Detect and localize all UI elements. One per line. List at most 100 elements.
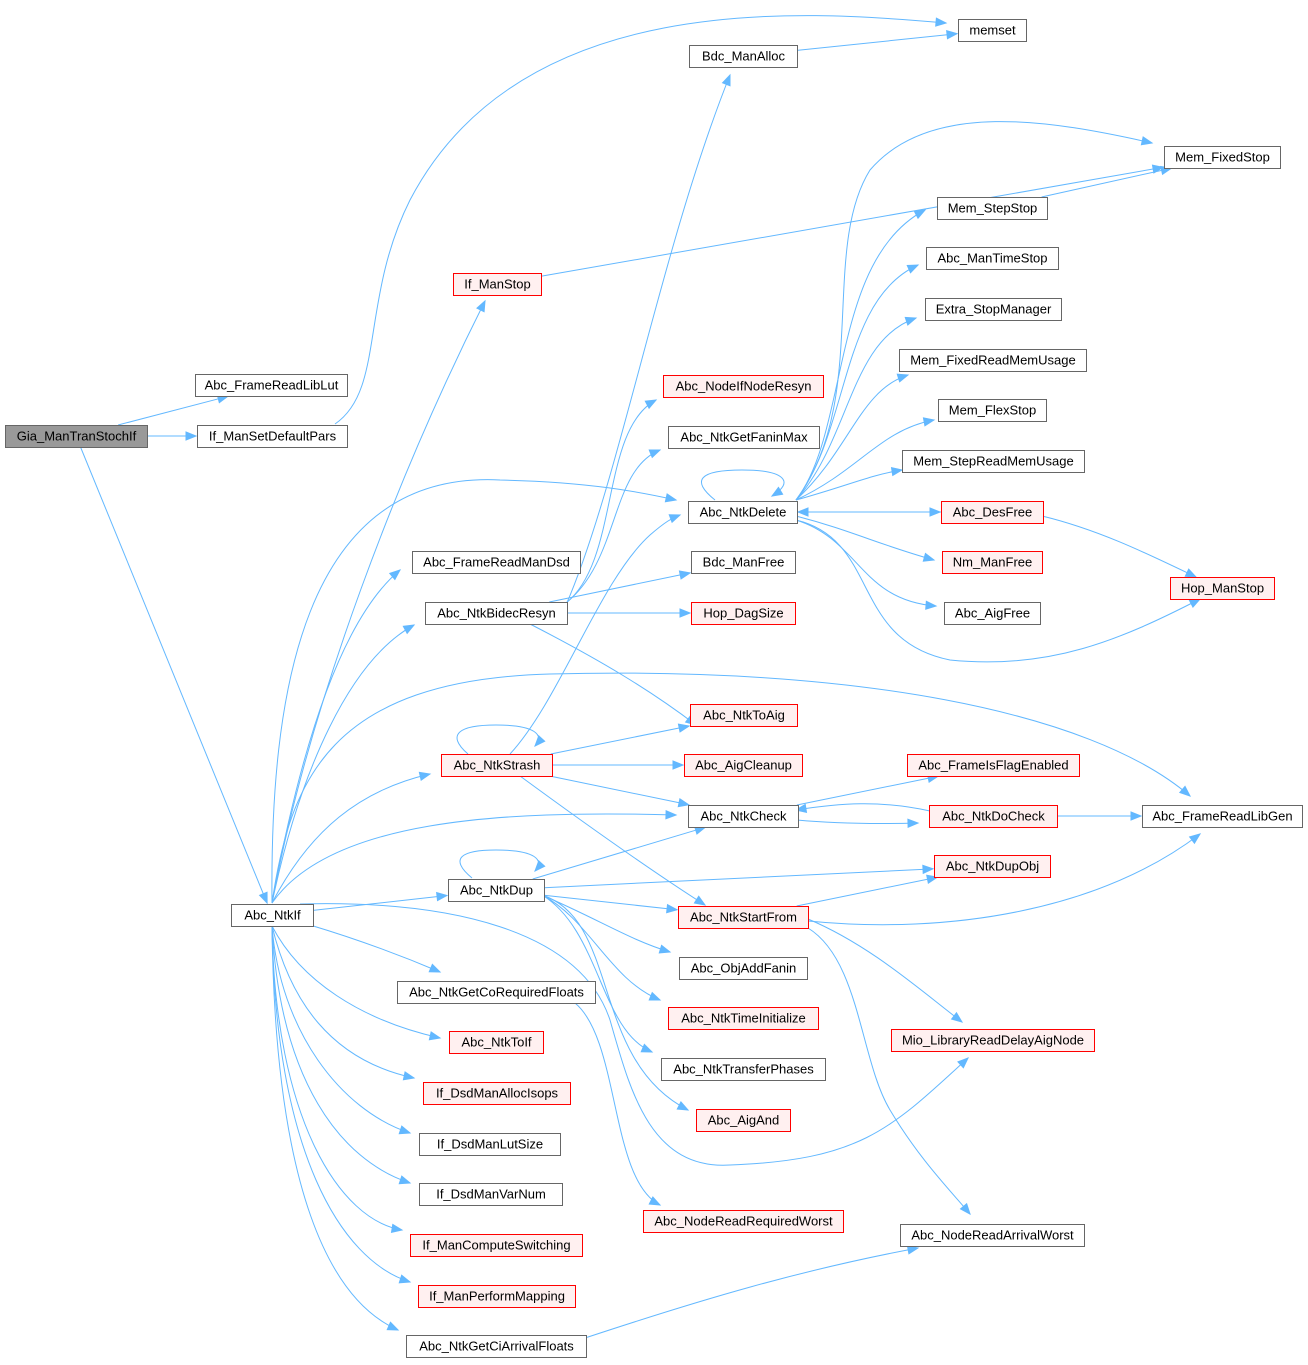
function-node[interactable]: If_ManStop <box>453 273 542 296</box>
edge-arrowhead <box>935 17 948 27</box>
function-node[interactable]: Abc_AigAnd <box>696 1109 791 1132</box>
call-edge <box>795 264 920 501</box>
function-node[interactable]: Abc_NtkGetFaninMax <box>668 426 820 449</box>
function-node[interactable]: Bdc_ManAlloc <box>689 45 798 68</box>
node-box <box>231 904 314 927</box>
node-box <box>907 754 1080 777</box>
function-node[interactable]: Mem_StepStop <box>937 197 1048 220</box>
function-node[interactable]: Hop_ManStop <box>1170 577 1275 600</box>
function-node[interactable]: Abc_ObjAddFanin <box>679 957 808 980</box>
edge-arrowhead <box>1130 811 1143 821</box>
call-edge <box>574 1002 662 1206</box>
function-node[interactable]: Abc_NtkToIf <box>449 1031 544 1054</box>
function-node[interactable]: If_DsdManLutSize <box>419 1133 561 1156</box>
call-graph-edges <box>80 15 1202 1339</box>
function-node[interactable]: Abc_NodeIfNodeResyn <box>663 375 824 398</box>
function-node[interactable]: Abc_NodeReadRequiredWorst <box>643 1210 844 1233</box>
function-node[interactable]: Abc_FrameIsFlagEnabled <box>907 754 1080 777</box>
node-label: Bdc_ManFree <box>703 555 785 570</box>
function-node[interactable]: Mem_FlexStop <box>938 399 1047 422</box>
function-node[interactable]: Bdc_ManFree <box>691 551 796 574</box>
function-node[interactable]: Hop_DagSize <box>691 602 796 625</box>
node-label: Abc_NtkGetCiArrivalFloats <box>419 1339 574 1354</box>
function-node[interactable]: Abc_ManTimeStop <box>926 247 1059 270</box>
edge-line <box>271 479 677 904</box>
function-node[interactable]: Abc_NtkDup <box>448 879 545 902</box>
function-node[interactable]: Abc_AigCleanup <box>684 754 803 777</box>
call-edge <box>1057 811 1143 821</box>
edge-arrowhead <box>398 1125 412 1135</box>
function-node[interactable]: Abc_NtkTimeInitialize <box>668 1007 819 1030</box>
function-node[interactable]: Mem_FixedStop <box>1164 146 1281 169</box>
function-node[interactable]: Mem_StepReadMemUsage <box>902 450 1085 473</box>
node-label: Abc_NtkGetFaninMax <box>680 430 808 445</box>
node-box <box>453 273 542 296</box>
function-node[interactable]: Abc_NtkIf <box>231 904 314 927</box>
node-box <box>929 805 1058 828</box>
function-node[interactable]: Abc_NtkBidecResyn <box>425 602 568 625</box>
function-node[interactable]: If_ManSetDefaultPars <box>197 425 348 448</box>
edge-line <box>795 419 935 501</box>
edge-line <box>549 775 690 806</box>
edge-arrowhead <box>922 864 935 875</box>
edge-line <box>117 395 229 426</box>
function-node[interactable]: If_DsdManAllocIsops <box>423 1082 571 1105</box>
call-edge <box>550 723 691 755</box>
function-node[interactable]: Abc_FrameReadLibLut <box>195 374 348 397</box>
edge-line <box>540 166 1164 277</box>
edge-line <box>271 925 441 1039</box>
node-box <box>691 602 796 625</box>
node-label: If_ManPerformMapping <box>429 1289 565 1304</box>
call-edge <box>117 394 230 426</box>
function-node[interactable]: Abc_NodeReadArrivalWorst <box>900 1224 1085 1247</box>
function-node[interactable]: Abc_NtkGetCiArrivalFloats <box>406 1335 587 1358</box>
edge-arrowhead <box>398 1274 412 1284</box>
edge-line <box>795 264 919 501</box>
function-node[interactable]: Abc_DesFree <box>941 501 1044 524</box>
edge-line <box>509 514 681 755</box>
function-node[interactable]: Abc_FrameReadLibGen <box>1142 805 1303 828</box>
function-node[interactable]: If_ManPerformMapping <box>418 1285 576 1308</box>
edge-arrowhead <box>679 608 692 618</box>
function-node[interactable]: Mem_FixedReadMemUsage <box>899 349 1087 372</box>
function-node[interactable]: memset <box>958 19 1027 42</box>
function-node[interactable]: Abc_AigFree <box>944 602 1041 625</box>
function-node[interactable]: Abc_NtkCheck <box>688 805 799 828</box>
function-node[interactable]: Abc_NtkDoCheck <box>929 805 1058 828</box>
node-label: If_ManSetDefaultPars <box>209 429 337 444</box>
call-edge <box>795 515 936 562</box>
call-edge <box>271 925 412 1185</box>
function-node[interactable]: Extra_StopManager <box>925 298 1062 321</box>
function-node[interactable]: Mio_LibraryReadDelayAigNode <box>891 1029 1095 1052</box>
function-node[interactable]: If_DsdManVarNum <box>419 1183 563 1206</box>
function-node[interactable]: Nm_ManFree <box>942 551 1043 574</box>
edge-arrowhead <box>913 209 927 220</box>
node-box <box>1142 805 1303 828</box>
node-box <box>942 551 1043 574</box>
edge-line <box>271 624 415 904</box>
function-node[interactable]: Abc_NtkDupObj <box>934 855 1051 878</box>
call-edge <box>565 73 731 606</box>
function-node[interactable]: Abc_NtkStartFrom <box>678 906 809 929</box>
call-edge <box>309 924 442 973</box>
node-label: Hop_ManStop <box>1181 581 1264 596</box>
edge-arrowhead <box>890 466 904 477</box>
edge-arrowhead <box>693 895 707 906</box>
call-edge <box>549 775 691 808</box>
function-node[interactable]: Abc_NtkGetCoRequiredFloats <box>397 981 596 1004</box>
edge-line <box>565 74 731 606</box>
function-node[interactable]: If_ManComputeSwitching <box>410 1234 583 1257</box>
node-box <box>425 602 568 625</box>
edge-arrowhead <box>1184 568 1198 578</box>
call-edge <box>567 608 692 618</box>
function-node[interactable]: Abc_NtkTransferPhases <box>661 1058 826 1081</box>
edge-arrowhead <box>436 891 449 902</box>
function-node[interactable]: Abc_FrameReadManDsd <box>412 551 581 574</box>
call-graph-nodes: Gia_ManTranStochIfAbc_FrameReadLibLutIf_… <box>5 19 1303 1358</box>
edge-arrowhead <box>534 735 546 747</box>
function-node[interactable]: Abc_NtkDelete <box>688 501 798 524</box>
call-edge <box>271 624 416 904</box>
edge-arrowhead <box>185 431 198 441</box>
function-node[interactable]: Abc_NtkToAig <box>690 704 798 727</box>
function-node[interactable]: Abc_NtkStrash <box>441 754 553 777</box>
